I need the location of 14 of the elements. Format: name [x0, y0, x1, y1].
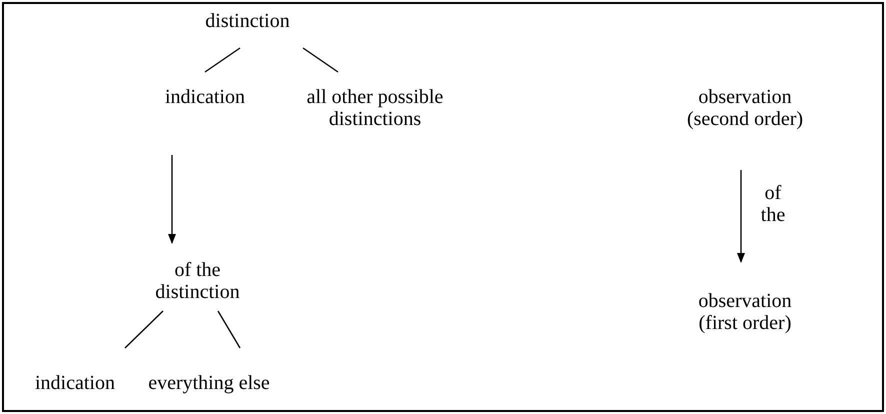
connector-line	[124, 310, 164, 348]
connector-line	[204, 47, 240, 73]
connector-line	[302, 47, 338, 73]
node-label: everything else	[148, 372, 270, 394]
node-label: indication	[165, 86, 245, 108]
node-label: all other possible distinctions	[306, 86, 444, 130]
node-label: of the distinction	[154, 259, 241, 303]
arrow	[737, 170, 745, 263]
arrow	[168, 155, 176, 244]
node-label: indication	[35, 372, 115, 394]
node-label: distinction	[205, 10, 290, 32]
node-label: observation (first order)	[697, 290, 793, 334]
connector-line	[217, 310, 241, 348]
node-label: observation (second order)	[686, 86, 804, 130]
